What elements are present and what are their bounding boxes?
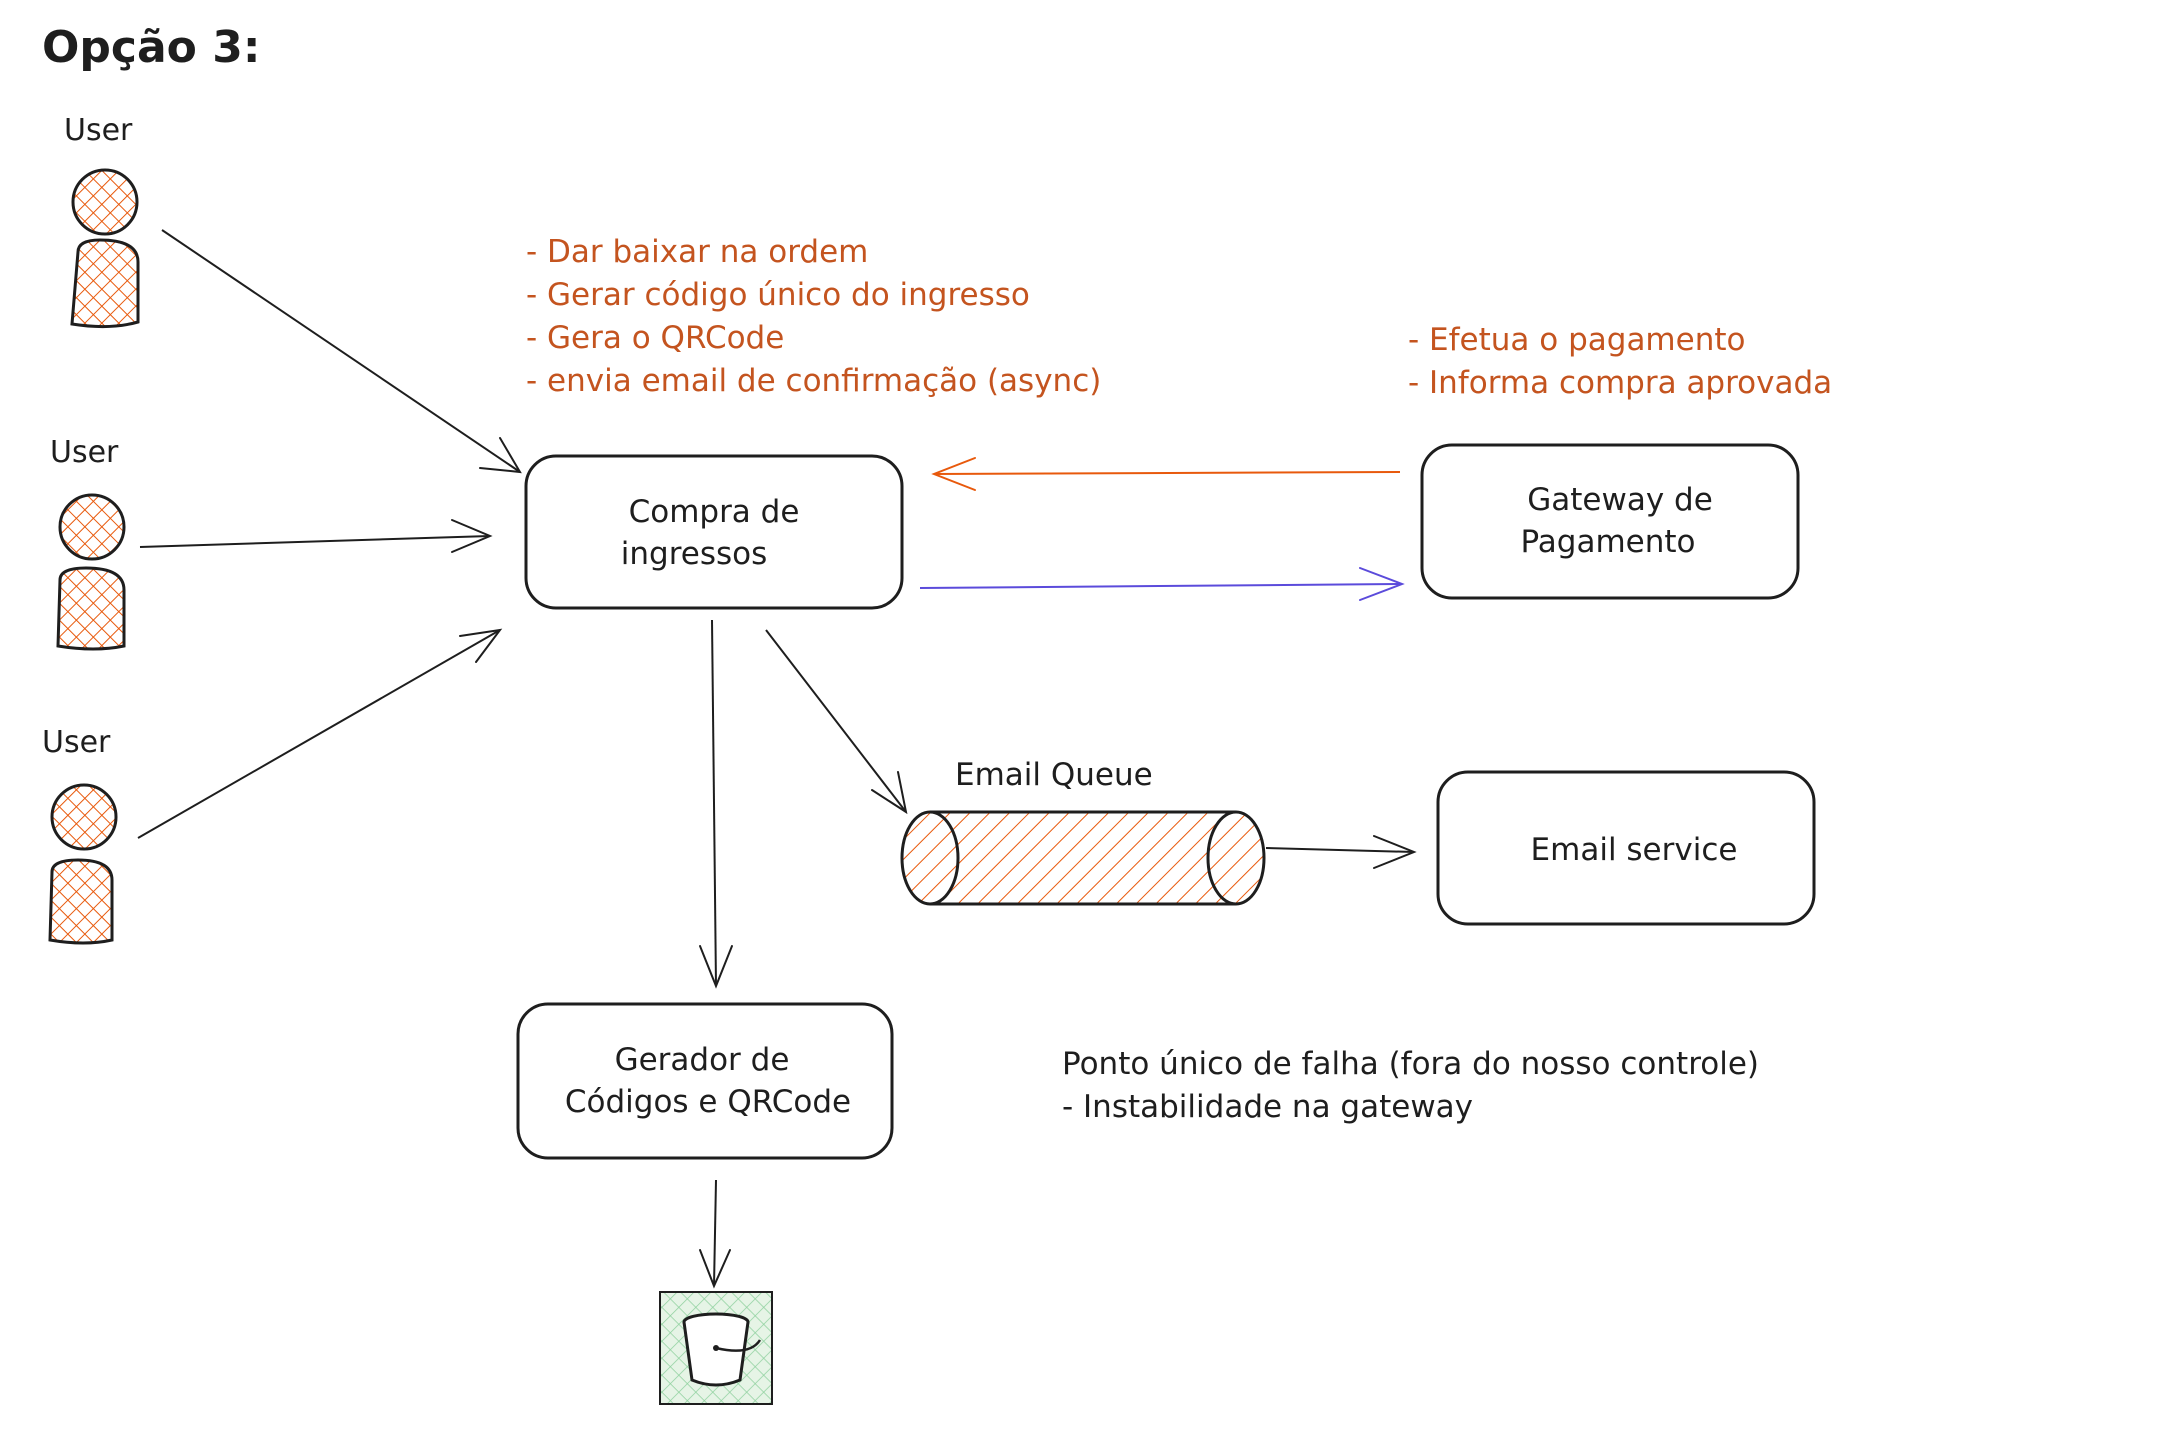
email-service-box: Email service	[1436, 770, 1816, 926]
note-line: Ponto único de falha (fora do nosso cont…	[1062, 1046, 1759, 1082]
arrow-gerador-to-storage	[699, 1179, 731, 1289]
arrow-compra-to-gerador	[699, 619, 733, 989]
note-line: - envia email de confirmação (async)	[526, 363, 1101, 399]
user-icon	[70, 168, 140, 329]
user-label: User	[64, 113, 133, 148]
gateway-pagamento-box: Gateway de Pagamento	[1420, 443, 1800, 600]
arrow-user1-to-compra	[161, 229, 522, 474]
user-label: User	[50, 435, 119, 470]
gateway-task-notes: - Efetua o pagamento - Informa compra ap…	[1408, 322, 1832, 401]
arrow-user3-to-compra	[137, 628, 503, 839]
diagram-title: Opção 3:	[42, 22, 260, 73]
arrow-gateway-to-compra	[931, 457, 1401, 491]
user-icon	[56, 493, 126, 651]
box-label: Gateway de	[1527, 482, 1713, 518]
box-label: Compra de	[629, 494, 800, 530]
note-line: - Gera o QRCode	[526, 320, 784, 356]
box-label: ingressos	[621, 536, 768, 572]
note-line: - Informa compra aprovada	[1408, 365, 1832, 401]
note-line: - Instabilidade na gateway	[1062, 1089, 1473, 1125]
compra-task-notes: - Dar baixar na ordem - Gerar código úni…	[526, 234, 1101, 399]
compra-ingressos-box: Compra de ingressos	[524, 454, 904, 610]
bucket-icon	[659, 1291, 773, 1405]
box-label: Pagamento	[1520, 524, 1695, 560]
arrow-queue-to-email-service	[1265, 835, 1417, 869]
email-queue: Email Queue	[900, 757, 1266, 906]
user-actor-2: User	[50, 435, 126, 651]
queue-label: Email Queue	[955, 757, 1153, 793]
note-line: - Gerar código único do ingresso	[526, 277, 1030, 313]
arrow-user2-to-compra	[139, 519, 493, 553]
box-label: Gerador de	[615, 1042, 790, 1078]
note-line: - Dar baixar na ordem	[526, 234, 868, 270]
arrow-compra-to-queue	[765, 629, 908, 815]
gerador-box: Gerador de Códigos e QRCode	[516, 1002, 894, 1160]
box-label: Email service	[1531, 832, 1738, 868]
box-label: Códigos e QRCode	[565, 1084, 851, 1120]
user-icon	[48, 783, 118, 945]
note-line: - Efetua o pagamento	[1408, 322, 1745, 358]
arrow-compra-to-gateway	[919, 567, 1405, 601]
user-actor-3: User	[42, 725, 118, 945]
user-label: User	[42, 725, 111, 760]
user-actor-1: User	[64, 113, 140, 329]
failure-note: Ponto único de falha (fora do nosso cont…	[1062, 1046, 1759, 1125]
